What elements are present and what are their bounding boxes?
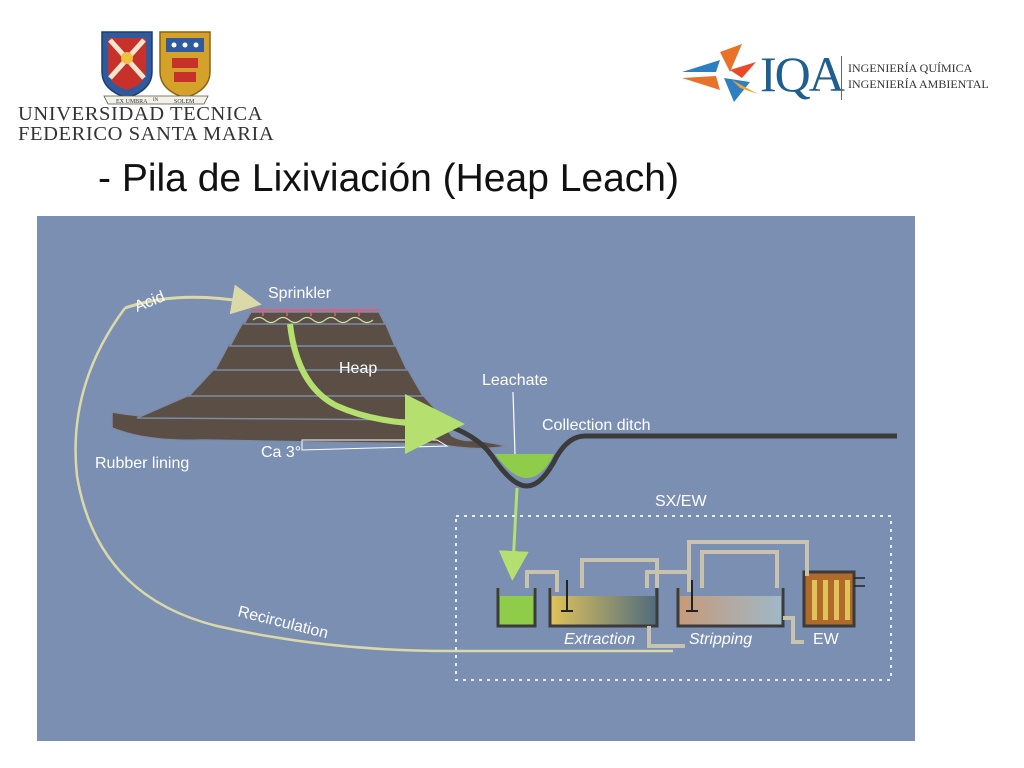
iqa-text: INGENIERÍA QUÍMICA INGENIERÍA AMBIENTAL <box>848 60 989 92</box>
label-heap: Heap <box>339 360 377 377</box>
usm-name: UNIVERSIDAD TECNICA FEDERICO SANTA MARIA <box>18 103 280 145</box>
usm-motto-left: EX UMBRA <box>116 99 148 105</box>
iqa-logo: IQA INGENIERÍA QUÍMICA INGENIERÍA AMBIEN… <box>680 42 1000 112</box>
leachate-pool <box>495 454 554 478</box>
diagram-background <box>37 216 915 741</box>
acid-arrow <box>124 284 262 315</box>
usm-name-line2: FEDERICO SANTA MARIA <box>18 123 275 145</box>
label-extraction: Extraction <box>564 631 635 648</box>
tank-ew <box>802 570 865 628</box>
iqa-line2: INGENIERÍA AMBIENTAL <box>848 77 989 91</box>
label-leachate: Leachate <box>482 372 548 389</box>
sxew-box <box>455 515 892 681</box>
usm-logo: EX UMBRA IN SOLEM UNIVERSIDAD TECNICA FE… <box>18 24 280 146</box>
recirculation-line <box>74 307 673 653</box>
label-sprinkler: Sprinkler <box>268 285 332 302</box>
heap-tier-1 <box>136 393 447 421</box>
heap-tier-top <box>242 311 387 325</box>
heap-leach-diagram: Acid Sprinkler Heap Leachate Collection … <box>37 216 915 741</box>
slide-title: - Pila de Lixiviación (Heap Leach) <box>98 157 679 200</box>
usm-motto-right: SOLEM <box>174 99 195 105</box>
iqa-line1: INGENIERÍA QUÍMICA <box>848 61 973 75</box>
collection-ditch <box>436 419 897 489</box>
usm-motto-mid: IN <box>153 98 159 103</box>
label-collection-ditch: Collection ditch <box>542 417 651 434</box>
iqa-separator <box>841 56 842 100</box>
leachate-down-arrow <box>498 487 529 581</box>
sxew-pipes <box>525 540 809 648</box>
label-ew: EW <box>813 631 840 648</box>
flow-arrow-heap <box>287 323 465 454</box>
label-stripping: Stripping <box>689 631 752 648</box>
usm-name-line1: UNIVERSIDAD TECNICA <box>18 103 264 125</box>
iqa-arrow-mark-icon <box>682 44 758 102</box>
iqa-letters: IQA <box>760 46 845 102</box>
heap-tier-3 <box>213 343 409 371</box>
heap-tier-4 <box>228 321 397 347</box>
sprinkler <box>251 309 379 324</box>
heap-leach-svg: Acid Sprinkler Heap Leachate Collection … <box>37 216 915 741</box>
tank-extraction <box>548 580 659 628</box>
usm-shields-icon: EX UMBRA IN SOLEM <box>101 31 211 105</box>
tank-pls <box>496 588 537 628</box>
label-ca3: Ca 3° <box>261 444 301 461</box>
tank-stripping <box>676 580 785 628</box>
label-sxew: SX/EW <box>655 493 707 510</box>
leachate-pointer <box>512 391 516 455</box>
label-rubber-lining: Rubber lining <box>95 455 189 472</box>
